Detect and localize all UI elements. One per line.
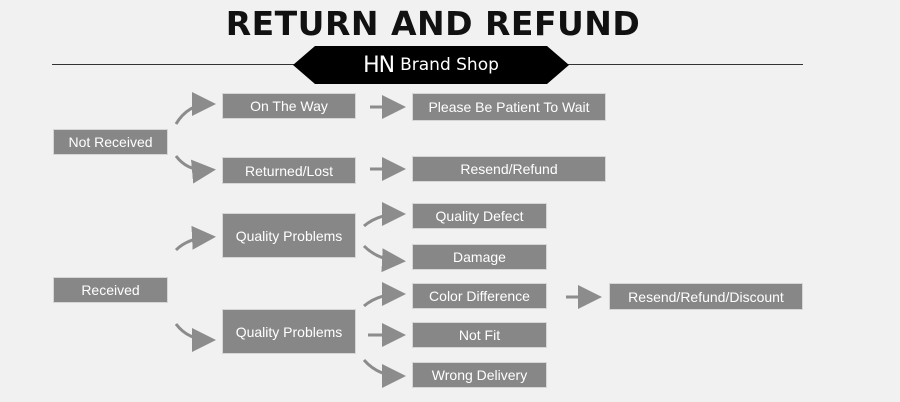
- brand-name: Brand Shop: [400, 55, 499, 75]
- header-rule-right: [565, 64, 803, 65]
- page-title: RETURN AND REFUND: [225, 4, 641, 43]
- arrow-quality2-color: [363, 282, 406, 308]
- node-resend-refund-discount: Resend/Refund/Discount: [609, 283, 803, 310]
- arrow-received-quality1: [174, 225, 216, 252]
- node-damage: Damage: [412, 244, 547, 270]
- arrow-received-quality2: [174, 323, 216, 352]
- node-quality-problems-2: Quality Problems: [222, 309, 356, 354]
- banner-shape: [293, 46, 569, 84]
- node-resend-refund: Resend/Refund: [412, 156, 606, 182]
- arrow-notreceived-ontheway: [174, 92, 216, 125]
- header-rule-left: [52, 64, 297, 65]
- arrow-quality2-wrong: [362, 358, 406, 388]
- node-color-difference: Color Difference: [412, 283, 547, 309]
- brand-banner: HN Brand Shop: [293, 46, 569, 84]
- arrow-quality1-defect: [363, 202, 406, 228]
- node-received: Received: [53, 277, 168, 303]
- node-quality-problems-1: Quality Problems: [222, 213, 356, 258]
- node-quality-defect: Quality Defect: [412, 203, 547, 229]
- node-not-fit: Not Fit: [412, 322, 547, 348]
- node-please-wait: Please Be Patient To Wait: [412, 93, 606, 121]
- node-on-the-way: On The Way: [222, 93, 356, 119]
- brand-logo: HN: [363, 52, 395, 78]
- node-not-received: Not Received: [53, 129, 168, 155]
- node-wrong-delivery: Wrong Delivery: [412, 362, 547, 388]
- arrow-notreceived-returned: [174, 155, 216, 184]
- arrow-quality1-damage: [362, 244, 406, 273]
- node-returned-lost: Returned/Lost: [222, 157, 356, 184]
- banner-content: HN Brand Shop: [293, 46, 569, 84]
